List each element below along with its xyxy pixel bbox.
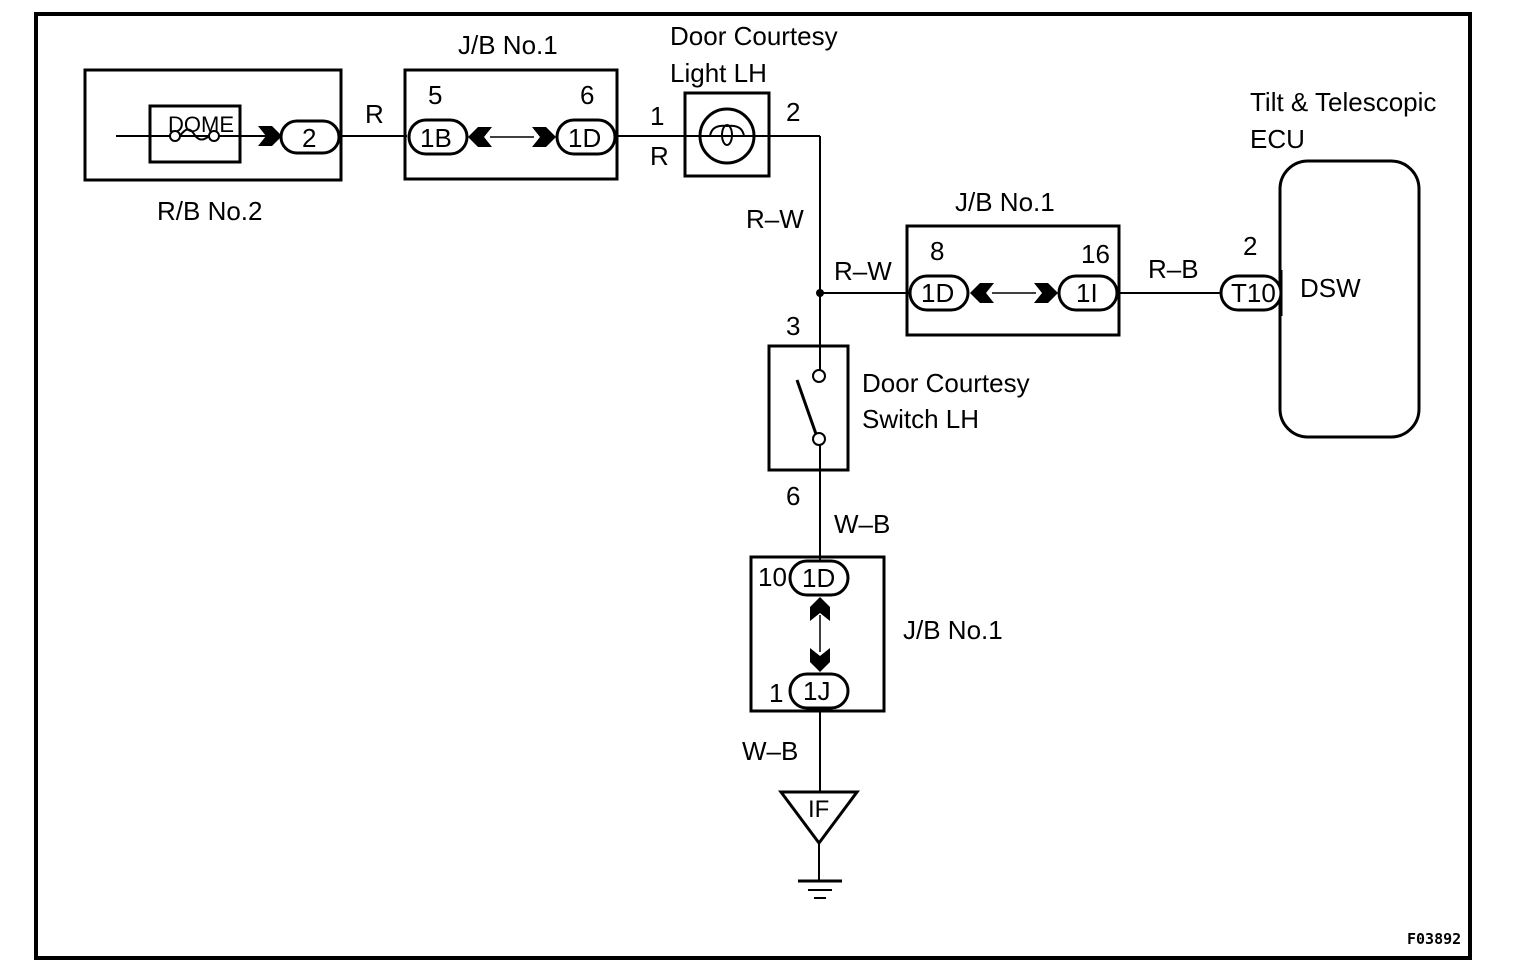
ecu-connector: T10 xyxy=(1231,278,1276,308)
switch-icon xyxy=(795,369,826,446)
jb1-mid-pin-left: 8 xyxy=(930,236,944,266)
jb1-bottom-conn-top: 1D xyxy=(802,563,835,593)
relay-block-no2: DOME 2 R/B No.2 xyxy=(83,68,343,226)
figure-id: F03892 xyxy=(1407,930,1461,948)
junction-block-bottom: J/B No.1 10 1D 1 1J xyxy=(749,555,1003,713)
jb1-bottom-pin-top: 10 xyxy=(758,562,787,592)
jb1-top-conn-left: 1B xyxy=(420,123,452,153)
jb1-mid-pin-right: 16 xyxy=(1081,239,1110,269)
ecu-pin: 2 xyxy=(1243,231,1257,261)
female-terminal-icon xyxy=(970,283,994,303)
light-pin-out: 2 xyxy=(786,97,800,127)
switch-label-2: Switch LH xyxy=(862,404,979,434)
junction-block-mid: J/B No.1 8 16 1D 1I xyxy=(905,187,1121,337)
rb2-connector: 2 xyxy=(302,123,316,153)
jb1-top-conn-right: 1D xyxy=(568,123,601,153)
jb1-bottom-label: J/B No.1 xyxy=(903,615,1003,645)
light-pin-in: 1 xyxy=(650,101,664,131)
wire-color-rb: R–B xyxy=(1148,254,1199,284)
light-label-1: Door Courtesy xyxy=(670,21,838,51)
switch-pin-bottom: 6 xyxy=(786,481,800,511)
bulb-icon xyxy=(685,107,769,165)
jb1-top-pin-right: 6 xyxy=(580,80,594,110)
male-terminal-icon xyxy=(810,648,830,672)
switch-label-1: Door Courtesy xyxy=(862,368,1030,398)
door-courtesy-switch: 3 Door Courtesy Switch LH 6 xyxy=(767,311,1030,511)
junction-block-top: J/B No.1 5 6 1B 1D xyxy=(403,30,619,181)
jb1-top-label: J/B No.1 xyxy=(458,30,558,60)
jb1-bottom-conn-bottom: 1J xyxy=(803,676,830,706)
jb1-top-pin-left: 5 xyxy=(428,80,442,110)
tilt-telescopic-ecu: Tilt & Telescopic ECU 2 T10 DSW xyxy=(1219,87,1436,439)
male-terminal-icon xyxy=(258,126,282,146)
wire-color-wb-1: W–B xyxy=(834,509,890,539)
wire-color-rw-2: R–W xyxy=(834,256,892,286)
wire-color-r-1: R xyxy=(365,99,384,129)
door-courtesy-light: Door Courtesy Light LH 2 xyxy=(670,21,838,178)
light-label-2: Light LH xyxy=(670,58,767,88)
male-terminal-icon xyxy=(532,127,556,147)
ground-symbol-icon xyxy=(798,879,842,899)
dome-fuse-label: DOME xyxy=(168,112,234,137)
ecu-terminal-dsw: DSW xyxy=(1300,273,1361,303)
diagram-frame xyxy=(34,12,1472,960)
female-terminal-icon xyxy=(468,127,492,147)
dome-fuse-icon xyxy=(148,104,242,164)
wire-color-rw-1: R–W xyxy=(746,204,804,234)
ground-point: IF xyxy=(778,790,860,899)
rb2-label: R/B No.2 xyxy=(157,196,263,226)
wire-color-wb-2: W–B xyxy=(742,736,798,766)
male-terminal-icon xyxy=(1034,283,1058,303)
ecu-label-1: Tilt & Telescopic xyxy=(1250,87,1436,117)
switch-pin-top: 3 xyxy=(786,311,800,341)
jb1-mid-conn-left: 1D xyxy=(921,278,954,308)
jb1-bottom-pin-bottom: 1 xyxy=(769,678,783,708)
ground-label: IF xyxy=(808,796,829,823)
ground-point-triangle-icon xyxy=(778,790,860,846)
jb1-mid-label: J/B No.1 xyxy=(955,187,1055,217)
female-terminal-icon xyxy=(810,597,830,621)
jb1-mid-conn-right: 1I xyxy=(1076,278,1098,308)
ecu-label-2: ECU xyxy=(1250,124,1305,154)
wire-color-r-2: R xyxy=(650,141,669,171)
